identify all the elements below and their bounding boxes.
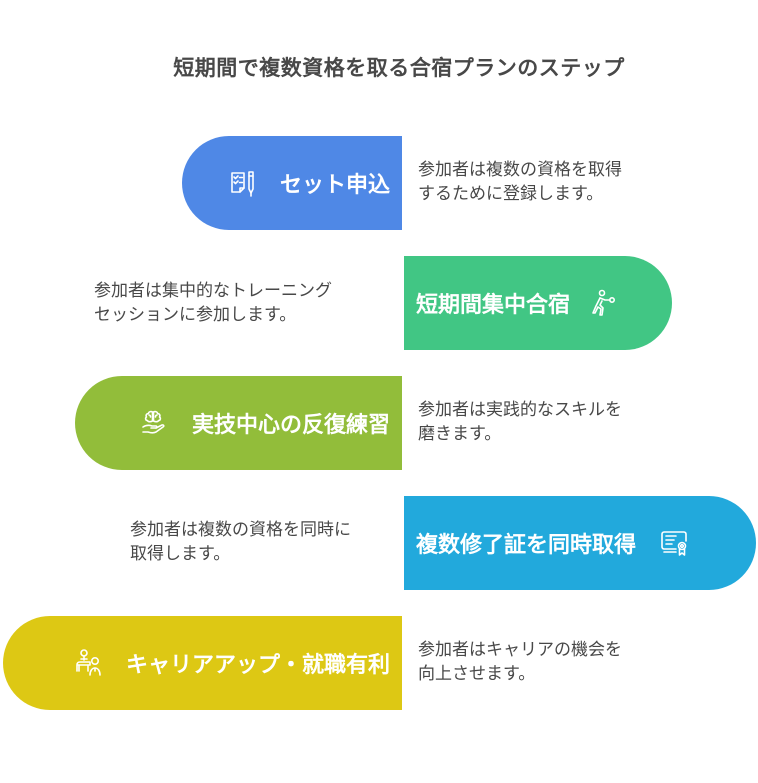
step-1-set-application: セット申込: [182, 136, 402, 230]
step-5-description-line-2: 向上させます。: [418, 664, 536, 684]
step-4-label: 複数修了証を同時取得: [416, 533, 637, 558]
step-4-description: 参加者は複数の資格を同時に 取得します。: [130, 518, 351, 566]
step-1-label: セット申込: [279, 173, 390, 198]
step-4-description-line-2: 取得します。: [130, 544, 231, 564]
step-3-description: 参加者は実践的なスキルを 磨きます。: [418, 398, 622, 446]
boxing-person-icon: [588, 288, 618, 318]
step-2-label: 短期間集中合宿: [416, 293, 571, 318]
step-2-description: 参加者は集中的なトレーニング セッションに参加します。: [94, 279, 332, 327]
certificate-icon: [660, 528, 690, 558]
step-4-multiple-certificates: 複数修了証を同時取得: [404, 496, 756, 590]
brain-hand-icon: [138, 408, 168, 438]
step-1-description-line-2: するために登録します。: [418, 184, 604, 204]
step-1-description: 参加者は複数の資格を取得 するために登録します。: [418, 158, 622, 206]
diagram-title: 短期間で複数資格を取る合宿プランのステップ: [173, 56, 625, 80]
step-4-description-line-1: 参加者は複数の資格を同時に: [130, 520, 351, 540]
step-5-label: キャリアアップ・就職有利: [125, 653, 390, 678]
step-3-description-line-1: 参加者は実践的なスキルを: [418, 400, 622, 420]
step-3-label: 実技中心の反復練習: [191, 413, 390, 438]
step-2-description-line-2: セッションに参加します。: [94, 305, 297, 325]
step-2-intensive-camp: 短期間集中合宿: [404, 256, 672, 350]
step-5-career-advancement: キャリアアップ・就職有利: [3, 616, 402, 710]
step-2-description-line-1: 参加者は集中的なトレーニング: [94, 281, 332, 301]
teacher-student-icon: [74, 648, 104, 678]
step-1-description-line-1: 参加者は複数の資格を取得: [418, 160, 622, 180]
checklist-pen-icon: [228, 168, 258, 198]
step-3-description-line-2: 磨きます。: [418, 424, 502, 444]
step-5-description-line-1: 参加者はキャリアの機会を: [418, 640, 622, 660]
step-5-description: 参加者はキャリアの機会を 向上させます。: [418, 638, 622, 686]
step-3-practical-training: 実技中心の反復練習: [75, 376, 402, 470]
